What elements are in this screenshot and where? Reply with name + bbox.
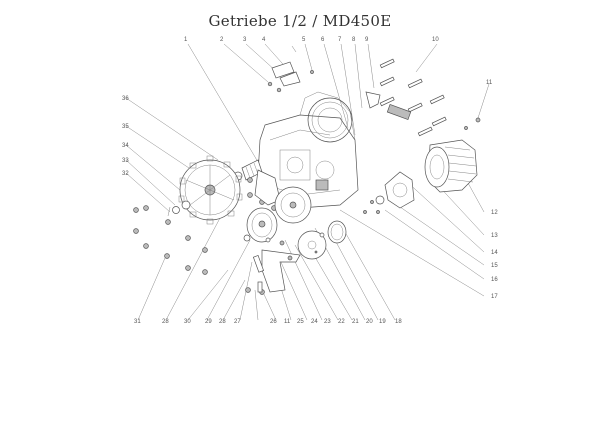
pulley-disc	[243, 207, 278, 243]
callout-13: 13	[491, 233, 498, 239]
callout-36: 36	[122, 96, 129, 102]
callout-32: 32	[122, 171, 129, 177]
gearbox-housing	[257, 91, 359, 209]
callout-28-left: 28	[162, 319, 169, 325]
small-parts-top	[267, 45, 314, 93]
callout-9: 9	[365, 37, 369, 43]
callout-5: 5	[302, 37, 306, 43]
cover-plate	[254, 169, 281, 206]
brake-lever-bracket	[252, 237, 301, 293]
callout-21: 21	[352, 319, 359, 325]
cooling-element	[365, 91, 412, 120]
callout-14: 14	[491, 250, 498, 256]
callout-35: 35	[122, 124, 129, 130]
callout-16: 16	[491, 277, 498, 283]
callout-1: 1	[184, 37, 188, 43]
callout-22: 22	[338, 319, 345, 325]
brake-disc	[297, 230, 327, 260]
callout-12: 12	[491, 210, 498, 216]
callout-2: 2	[220, 37, 224, 43]
callout-28-right: 28	[219, 319, 226, 325]
callout-29: 29	[205, 319, 212, 325]
callout-27: 27	[234, 319, 241, 325]
callout-31: 31	[134, 319, 141, 325]
electric-motor	[424, 139, 478, 193]
callout-11-right: 11	[486, 80, 493, 86]
callout-20: 20	[366, 319, 373, 325]
flange-sprocket-icon	[307, 97, 353, 143]
callout-4: 4	[262, 37, 266, 43]
callout-34: 34	[122, 143, 129, 149]
washers-and-nuts	[133, 177, 277, 295]
callout-3: 3	[243, 37, 247, 43]
callout-25: 25	[297, 319, 304, 325]
callout-17: 17	[491, 294, 498, 300]
leader-lines	[125, 43, 490, 321]
diagram-title: Getriebe 1/2 / MD450E	[208, 12, 392, 30]
callout-30: 30	[184, 319, 191, 325]
callout-26: 26	[270, 319, 277, 325]
callout-15: 15	[491, 263, 498, 269]
callout-10: 10	[432, 37, 439, 43]
callout-23: 23	[324, 319, 331, 325]
callout-33: 33	[122, 158, 129, 164]
callout-24: 24	[311, 319, 318, 325]
sprocket-wheel	[178, 155, 243, 225]
brake-drum	[274, 186, 312, 224]
callout-11-bottom: 11	[284, 319, 291, 325]
motor-adapter-plate	[363, 171, 415, 214]
bolts	[379, 58, 481, 137]
callout-18: 18	[395, 319, 402, 325]
callout-19: 19	[379, 319, 386, 325]
callout-8: 8	[352, 37, 356, 43]
callout-7: 7	[338, 37, 342, 43]
bearing-ring	[327, 220, 347, 244]
callout-6: 6	[321, 37, 325, 43]
